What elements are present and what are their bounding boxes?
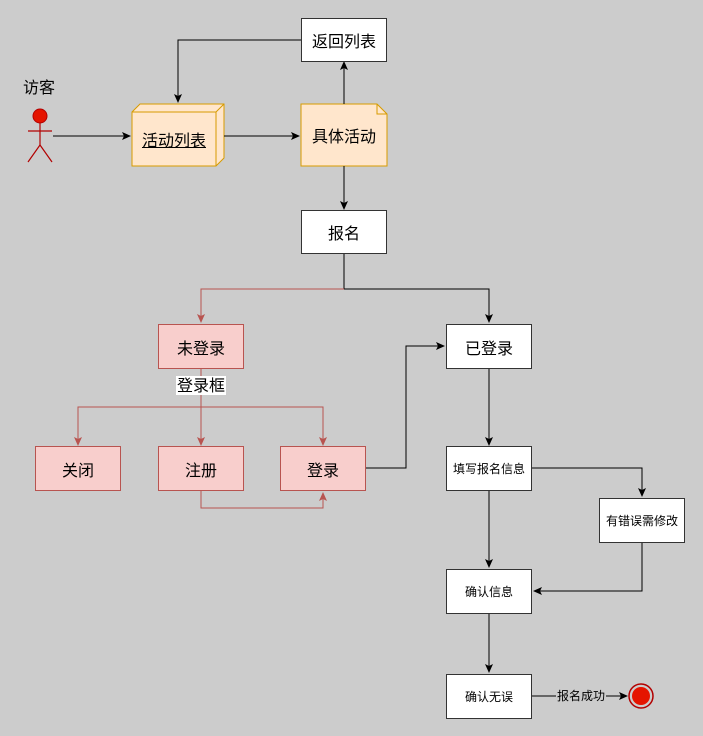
fill-signup-info-label: 填写报名信息 [452,462,525,476]
signup-success-edge-label: 报名成功 [556,688,607,704]
specific-activity-node[interactable]: 具体活动 [301,104,387,166]
login-box-edge-label: 登录框 [176,376,227,395]
specific-activity-note [300,103,388,167]
register-label: 注册 [184,460,217,480]
has-errors-node[interactable]: 有错误需修改 [599,498,685,543]
not-logged-in-label: 未登录 [176,338,225,358]
logged-in-label: 已登录 [464,338,513,358]
back-to-list-node[interactable]: 返回列表 [301,18,387,62]
confirm-ok-label: 确认无误 [464,690,513,704]
activity-list-node[interactable]: 活动列表 [132,112,216,166]
activity-list-cube [131,103,225,167]
confirm-info-label: 确认信息 [464,585,513,599]
register-node[interactable]: 注册 [158,446,244,491]
specific-activity-label: 具体活动 [311,127,376,146]
activity-list-label: 活动列表 [141,131,206,150]
back-to-list-label: 返回列表 [311,32,376,51]
end-state-icon [628,683,654,709]
login-label: 登录 [306,460,339,480]
close-label: 关闭 [61,460,94,480]
login-node[interactable]: 登录 [280,446,366,491]
has-errors-label: 有错误需修改 [605,514,678,528]
logged-in-node[interactable]: 已登录 [446,324,532,369]
confirm-ok-node[interactable]: 确认无误 [446,674,532,719]
signup-node[interactable]: 报名 [301,210,387,254]
close-node[interactable]: 关闭 [35,446,121,491]
signup-label: 报名 [327,224,360,243]
fill-signup-info-node[interactable]: 填写报名信息 [446,446,532,491]
visitor-actor-icon [27,108,53,163]
actor-label: 访客 [23,78,56,97]
confirm-info-node[interactable]: 确认信息 [446,569,532,614]
not-logged-in-node[interactable]: 未登录 [158,324,244,369]
